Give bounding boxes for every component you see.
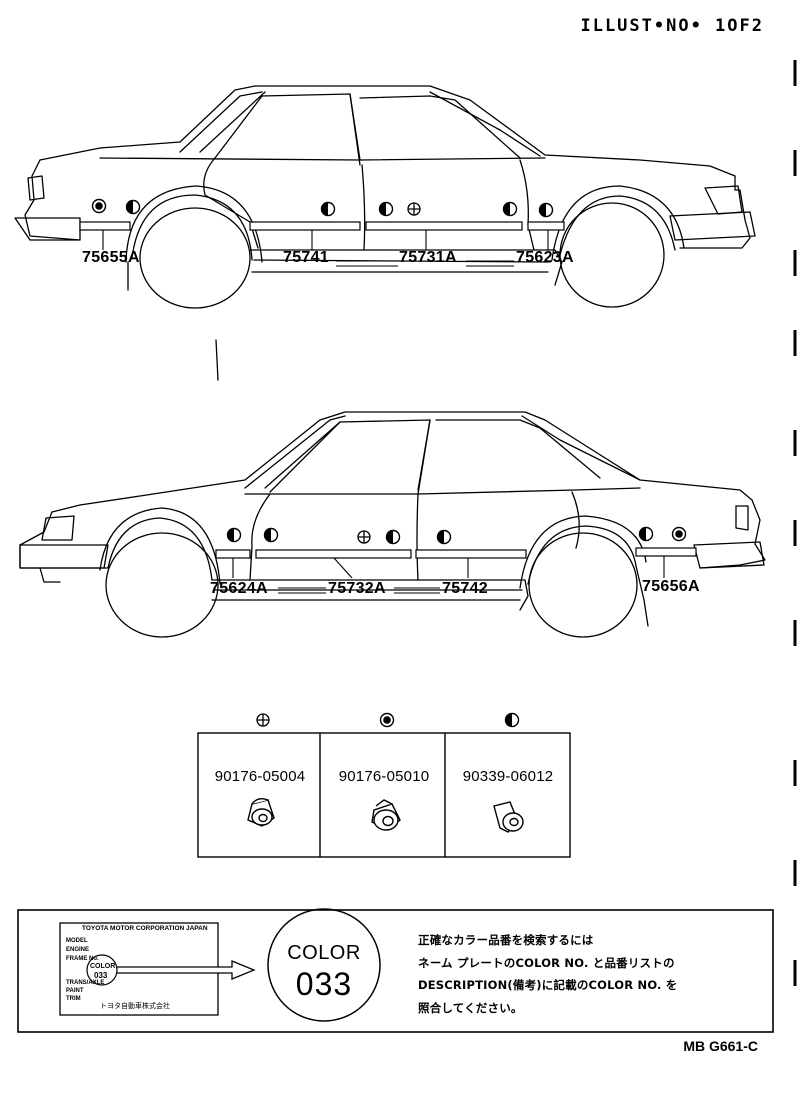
half-filled-circle-icon xyxy=(504,712,520,728)
dotted-circle-icon xyxy=(671,526,687,542)
part-label-75624A: 75624A xyxy=(210,580,268,597)
lower-moulding-strips xyxy=(215,547,697,559)
fastener-part-number: 90176-05004 xyxy=(214,768,306,785)
half-filled-circle-icon xyxy=(378,201,394,217)
plate-field: TRANS/AXLE xyxy=(66,980,105,986)
plate-field: FRAME No. xyxy=(66,956,99,962)
plate-field: PAINT xyxy=(66,988,84,994)
lower-clip-symbols xyxy=(226,526,687,545)
instruction-line: DESCRIPTION(備考)に記載のCOLOR NO. を xyxy=(418,978,678,992)
instruction-line: ネーム プレートのCOLOR NO. と品番リストの xyxy=(418,956,675,970)
upper-moulding-strips xyxy=(79,221,565,231)
plate-field: ENGINE xyxy=(66,947,90,953)
half-filled-circle-icon xyxy=(436,529,452,545)
car-upper-side-view xyxy=(14,85,756,381)
color-circle-label: COLOR xyxy=(287,942,361,964)
color-notice-box xyxy=(17,908,774,1033)
half-filled-circle-icon xyxy=(320,201,336,217)
part-label-75732A: 75732A xyxy=(328,580,386,597)
cross-circle-icon xyxy=(407,202,421,216)
part-label-75741: 75741 xyxy=(283,249,329,266)
plate-title: TOYOTA MOTOR CORPORATION JAPAN xyxy=(82,925,208,932)
dotted-circle-icon xyxy=(91,198,107,214)
part-label-75742: 75742 xyxy=(442,580,488,597)
half-filled-circle-icon xyxy=(263,527,279,543)
plate-color-code: 033 xyxy=(94,971,108,980)
cross-circle-icon xyxy=(357,530,371,544)
part-label-75655A: 75655A xyxy=(82,249,140,266)
instruction-line: 正確なカラー品番を検索するには xyxy=(418,933,594,947)
plate-field: MODEL xyxy=(66,938,88,944)
fastener-part-number: 90176-05010 xyxy=(338,768,430,785)
fastener-table xyxy=(197,732,571,858)
clip-drawing-2 xyxy=(371,799,401,831)
cross-circle-icon xyxy=(256,713,270,727)
clip-drawing-1 xyxy=(247,797,275,827)
part-label-75731A: 75731A xyxy=(399,249,457,266)
half-filled-circle-icon xyxy=(385,529,401,545)
plate-field: TRIM xyxy=(66,996,81,1002)
arrow-icon xyxy=(117,960,256,980)
illustration-number: ILLUST•NO• 1OF2 xyxy=(580,16,764,36)
part-label-75623A: 75623A xyxy=(516,249,574,266)
plate-color-label: COLOR xyxy=(90,963,116,970)
color-circle xyxy=(267,908,381,1022)
upper-leader-lines xyxy=(102,230,549,267)
dotted-circle-icon xyxy=(379,712,395,728)
instruction-line: 照合してください。 xyxy=(418,1001,523,1015)
lower-leader-lines xyxy=(232,556,665,594)
half-filled-circle-icon xyxy=(226,527,242,543)
part-label-75656A: 75656A xyxy=(642,578,700,595)
half-filled-circle-icon xyxy=(125,199,141,215)
car-lower-side-view xyxy=(19,411,766,638)
document-code: MB G661-C xyxy=(683,1038,758,1054)
half-filled-circle-icon xyxy=(538,202,554,218)
half-filled-circle-icon xyxy=(502,201,518,217)
clip-drawing-3 xyxy=(493,801,524,833)
upper-clip-symbols xyxy=(91,198,554,218)
plate-maker: トヨタ自動車株式会社 xyxy=(100,1002,170,1010)
fastener-header-symbols xyxy=(256,712,520,728)
color-circle-code: 033 xyxy=(295,966,353,1002)
half-filled-circle-icon xyxy=(638,526,654,542)
fastener-part-number: 90339-06012 xyxy=(462,768,554,785)
